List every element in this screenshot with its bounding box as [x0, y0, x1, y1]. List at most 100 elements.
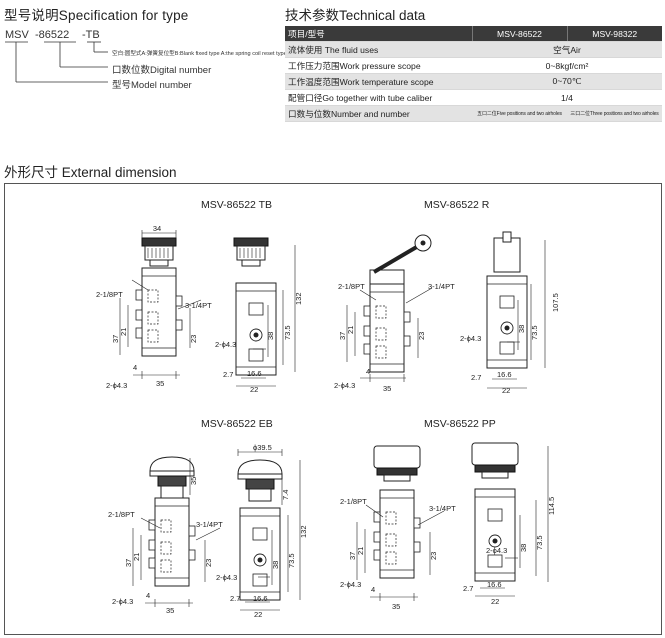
dim-tb-132: 132 — [294, 292, 303, 305]
dim-eb-phi395: ϕ39.5 — [253, 443, 272, 452]
dim-eb-166: 16.6 — [253, 594, 268, 603]
dim-eb-35: 35 — [166, 606, 174, 615]
dim-r-37: 37 — [338, 332, 347, 340]
dim-tb-166: 16.6 — [247, 369, 262, 378]
model-title-tb: MSV-86522 TB — [201, 199, 273, 211]
code-series: MSV — [5, 29, 29, 41]
tech-title: 技术参数Technical data — [285, 8, 426, 23]
dim-tb-35: 35 — [156, 379, 164, 388]
drawing-frame — [4, 183, 662, 635]
dim-eb-735: 73.5 — [287, 553, 296, 568]
label-r-port-14: 3-1/4PT — [428, 282, 455, 291]
dim-eb-22: 22 — [254, 610, 262, 619]
label-eb-port-14: 3-1/4PT — [196, 520, 223, 529]
label-tb-port-18: 2-1/8PT — [96, 290, 123, 299]
dim-tb-22: 22 — [250, 385, 258, 394]
label-tb-hole: 2-ϕ4.3 — [106, 381, 127, 390]
dim-pp-22: 22 — [491, 597, 499, 606]
dim-r-22: 22 — [502, 386, 510, 395]
dim-r-4: 4 — [366, 367, 370, 376]
annotation-digital-number: 口数位数Digital number — [112, 65, 212, 76]
row-label: 口数与位数Number and number — [285, 105, 472, 122]
dim-r-1075: 107.5 — [551, 293, 560, 312]
row-label: 配管口径Go together with tube caliber — [285, 89, 472, 106]
dim-pp-4: 4 — [371, 585, 375, 594]
table-row: 工作压力范围Work pressure scope 0~8kgf/cm² — [285, 57, 662, 74]
dim-pp-38: 38 — [519, 544, 528, 552]
label-r-front-hole: 2-ϕ4.3 — [460, 334, 481, 343]
technical-data-table: 项目/型号 MSV-86522 MSV-98322 流体使用 The fluid… — [285, 26, 662, 122]
table-row: 口数与位数Number and number 五口二位Five position… — [285, 105, 662, 122]
label-eb-port-18: 2-1/8PT — [108, 510, 135, 519]
model-title-r: MSV-86522 R — [424, 199, 490, 211]
dim-eb-23: 23 — [204, 559, 213, 567]
row-value: 0~70℃ — [472, 73, 662, 90]
row-label: 工作温度范围Work temperature scope — [285, 73, 472, 90]
dim-tb-38: 38 — [266, 332, 275, 340]
label-eb-front-hole: 2-ϕ4.3 — [216, 573, 237, 582]
header-model-1: MSV-86522 — [471, 26, 567, 42]
dim-eb-27: 2.7 — [230, 594, 240, 603]
row-value: 空气Air — [472, 41, 662, 58]
dim-tb-735: 73.5 — [283, 325, 292, 340]
dim-r-27: 2.7 — [471, 373, 481, 382]
table-header-row: 项目/型号 MSV-86522 MSV-98322 — [285, 26, 662, 42]
dim-eb-21: 21 — [132, 553, 141, 561]
row-label: 流体使用 The fluid uses — [285, 41, 472, 58]
table-row: 流体使用 The fluid uses 空气Air — [285, 41, 662, 58]
dim-pp-27: 2.7 — [463, 584, 473, 593]
label-eb-hole: 2-ϕ4.3 — [112, 597, 133, 606]
dim-tb-4: 4 — [133, 363, 137, 372]
dim-eb-132: 132 — [299, 525, 308, 538]
dim-r-23: 23 — [417, 332, 426, 340]
dim-pp-23: 23 — [429, 552, 438, 560]
dim-tb-37: 37 — [111, 335, 120, 343]
dim-eb-74: 7.4 — [281, 490, 290, 500]
dim-r-21: 21 — [346, 326, 355, 334]
dim-eb-35-vertical: 35 — [189, 477, 198, 485]
label-tb-front-hole: 2-ϕ4.3 — [215, 340, 236, 349]
row-value-model-1: 五口二位Five positions and two airholes — [472, 105, 567, 122]
header-model-2: MSV-98322 — [566, 26, 662, 42]
dim-tb-23: 23 — [189, 335, 198, 343]
label-pp-port-14: 3-1/4PT — [429, 504, 456, 513]
table-row: 工作温度范围Work temperature scope 0~70℃ — [285, 73, 662, 90]
row-value: 0~8kgf/cm² — [472, 57, 662, 74]
dim-r-38: 38 — [517, 325, 526, 333]
table-row: 配管口径Go together with tube caliber 1/4 — [285, 89, 662, 106]
row-value-model-2: 三口二位Three positions and two airholes — [567, 105, 662, 122]
annotation-model-number: 型号Model number — [112, 80, 192, 91]
code-number: -86522 — [35, 29, 70, 41]
dim-eb-4: 4 — [146, 591, 150, 600]
dim-tb-21: 21 — [119, 328, 128, 336]
external-dimension-title: 外形尺寸 External dimension — [4, 165, 177, 180]
dim-eb-38: 38 — [271, 561, 280, 569]
code-type: -TB — [82, 29, 100, 41]
model-title-eb: MSV-86522 EB — [201, 418, 273, 430]
dim-tb-34: 34 — [153, 224, 161, 233]
annotation-type: 空白:圆型式A:弹簧复位型B:Blank fixed type A:the sp… — [112, 51, 287, 57]
dim-pp-166: 16.6 — [487, 580, 502, 589]
dim-r-35: 35 — [383, 384, 391, 393]
label-r-port-18: 2-1/8PT — [338, 282, 365, 291]
label-r-hole: 2-ϕ4.3 — [334, 381, 355, 390]
dim-tb-27: 2.7 — [223, 370, 233, 379]
header-label: 项目/型号 — [285, 26, 472, 42]
label-pp-front-hole: 2-ϕ4.3 — [486, 546, 507, 555]
spec-leader-lines — [5, 41, 108, 83]
dim-r-166: 16.6 — [497, 370, 512, 379]
label-pp-port-18: 2-1/8PT — [340, 497, 367, 506]
label-pp-hole: 2-ϕ4.3 — [340, 580, 361, 589]
dim-pp-21: 21 — [356, 547, 365, 555]
label-tb-port-14: 3-1/4PT — [185, 301, 212, 310]
dim-r-735: 73.5 — [530, 325, 539, 340]
dim-pp-35: 35 — [392, 602, 400, 611]
dim-pp-735: 73.5 — [535, 535, 544, 550]
dim-eb-37: 37 — [124, 559, 133, 567]
row-label: 工作压力范围Work pressure scope — [285, 57, 472, 74]
dim-pp-1145: 114.5 — [547, 497, 556, 515]
row-value: 1/4 — [472, 89, 662, 106]
spec-title: 型号说明Specification for type — [4, 8, 189, 23]
model-title-pp: MSV-86522 PP — [424, 418, 496, 430]
